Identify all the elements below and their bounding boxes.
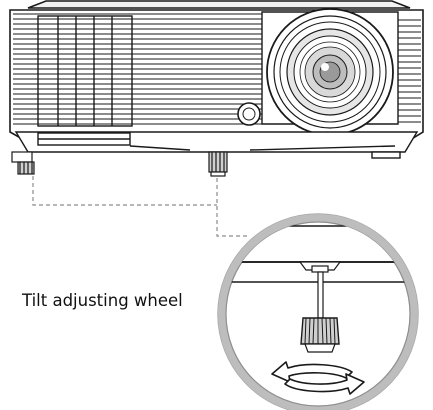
leader-lines [32,176,248,237]
tilt-foot [208,151,228,177]
rotation-arrows-icon [271,361,365,395]
vent-panel [37,15,133,127]
callout-label: Tilt adjusting wheel [22,291,183,310]
projector-base [14,131,419,159]
tilt-wheel [300,317,340,353]
zoom-ring [218,214,418,410]
left-foot [11,151,35,175]
ir-sensor [237,102,261,126]
zoom-callout [217,213,419,410]
lens-assembly [261,8,399,136]
vent-grille [13,13,421,125]
foot-shaft [317,271,324,319]
